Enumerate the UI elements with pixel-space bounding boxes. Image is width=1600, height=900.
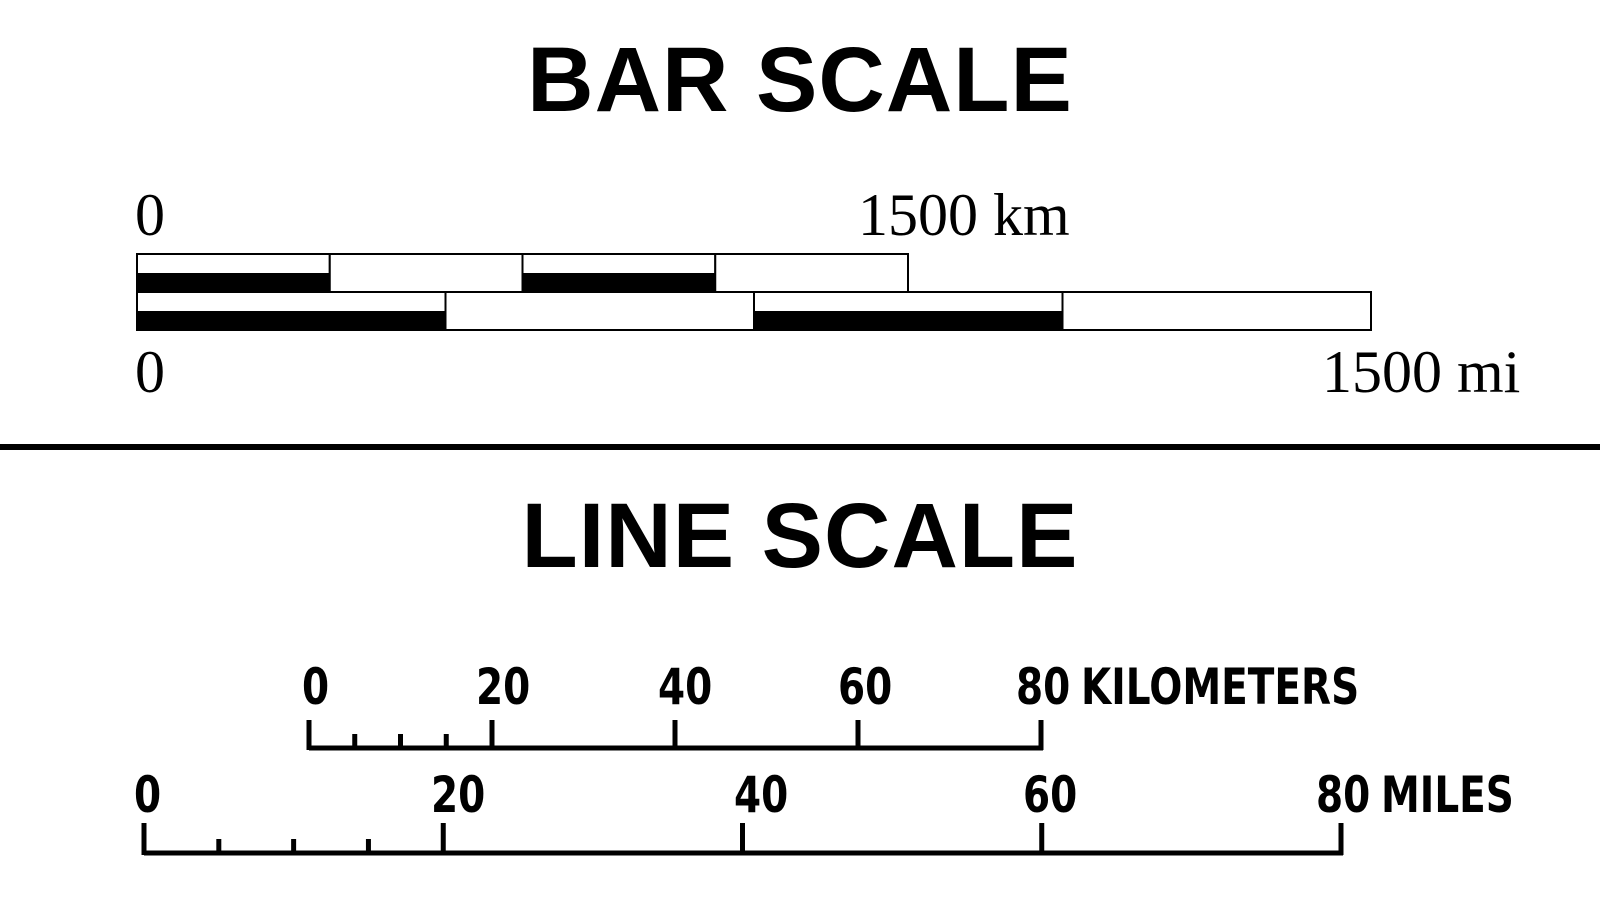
bar-km-segment: [714, 253, 909, 293]
line-mi-label-60: 60: [1023, 766, 1078, 824]
line-mi-label-80: 80: [1316, 766, 1371, 824]
line-mi-label-20: 20: [431, 766, 486, 824]
line-km-label-40: 40: [658, 658, 713, 716]
line-km-label-20: 20: [476, 658, 531, 716]
bar-mi-segment: [444, 291, 755, 331]
section-divider: [0, 444, 1600, 450]
bar-mi-segment-fill: [754, 311, 1063, 330]
line-km-label-80: 80: [1016, 658, 1071, 716]
line-mi-unit-label: MILES: [1381, 766, 1514, 824]
bar-mi-segment: [1061, 291, 1372, 331]
bar-mi-segment-fill: [137, 311, 446, 330]
bar-scale-graphic: [136, 253, 1372, 331]
bar-km-segment-fill: [522, 273, 716, 292]
line-mi-label-0: 0: [134, 766, 162, 824]
line-mi-label-40: 40: [734, 766, 789, 824]
bar-km-end-label: 1500 km: [858, 182, 1070, 248]
bar-scale-title: BAR SCALE: [527, 29, 1073, 131]
line-km-label-60: 60: [838, 658, 893, 716]
line-km-label-0: 0: [302, 658, 330, 716]
line-scale-title: LINE SCALE: [521, 485, 1079, 587]
bar-km-start-label: 0: [135, 182, 165, 248]
bar-mi-start-label: 0: [135, 339, 165, 405]
bar-km-segment-fill: [137, 273, 330, 292]
line-km-unit-label: KILOMETERS: [1081, 658, 1360, 716]
bar-mi-end-label: 1500 mi: [1322, 339, 1521, 405]
